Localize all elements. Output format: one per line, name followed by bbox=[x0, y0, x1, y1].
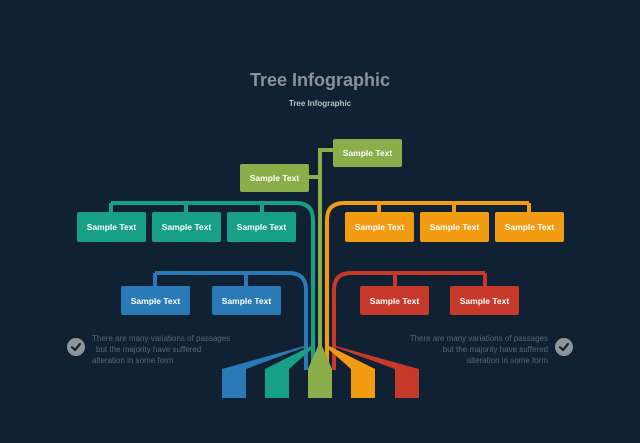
red-box-2[interactable]: Sample Text bbox=[450, 286, 519, 315]
orange-fan bbox=[325, 346, 375, 369]
note-right: There are many variations of passages bu… bbox=[388, 333, 548, 366]
teal-branch bbox=[109, 201, 315, 370]
check-icon bbox=[555, 338, 573, 356]
teal-box-2[interactable]: Sample Text bbox=[152, 212, 221, 242]
red-branch bbox=[332, 271, 487, 370]
blue-box-1[interactable]: Sample Text bbox=[121, 286, 190, 315]
base-bar-teal bbox=[265, 369, 289, 398]
base-bar-orange bbox=[351, 369, 375, 398]
base-bar-blue bbox=[222, 369, 246, 398]
orange-box-3[interactable]: Sample Text bbox=[495, 212, 564, 242]
teal-box-3[interactable]: Sample Text bbox=[227, 212, 296, 242]
red-box-1[interactable]: Sample Text bbox=[360, 286, 429, 315]
base-bar-red bbox=[395, 369, 419, 398]
check-icon bbox=[67, 338, 85, 356]
note-right-line-2: but the majority have suffered bbox=[442, 345, 548, 354]
page-subtitle: Tree Infographic bbox=[288, 99, 352, 108]
teal-box-1[interactable]: Sample Text bbox=[77, 212, 146, 242]
teal-fan bbox=[265, 346, 315, 369]
orange-branch bbox=[325, 201, 531, 370]
green-trunk bbox=[307, 148, 333, 370]
red-fan bbox=[332, 346, 419, 369]
page-title: Tree Infographic bbox=[249, 70, 391, 90]
orange-box-2[interactable]: Sample Text bbox=[420, 212, 489, 242]
note-right-line-3: alteration in some form bbox=[466, 356, 548, 365]
note-right-line-1: There are many variations of passages bbox=[409, 334, 548, 343]
green-left-box[interactable]: Sample Text bbox=[240, 164, 309, 192]
green-fan bbox=[308, 346, 332, 369]
blue-branch bbox=[153, 271, 308, 370]
note-left-line-3: alteration in some form bbox=[92, 356, 174, 365]
note-left: There are many variations of passages bu… bbox=[92, 333, 252, 366]
orange-box-1[interactable]: Sample Text bbox=[345, 212, 414, 242]
note-left-line-2: but the majority have suffered bbox=[96, 345, 202, 354]
blue-fan bbox=[222, 346, 308, 369]
blue-box-2[interactable]: Sample Text bbox=[212, 286, 281, 315]
base-bar-green bbox=[308, 369, 332, 398]
note-left-line-1: There are many variations of passages bbox=[92, 334, 231, 343]
green-top-box[interactable]: Sample Text bbox=[333, 139, 402, 167]
